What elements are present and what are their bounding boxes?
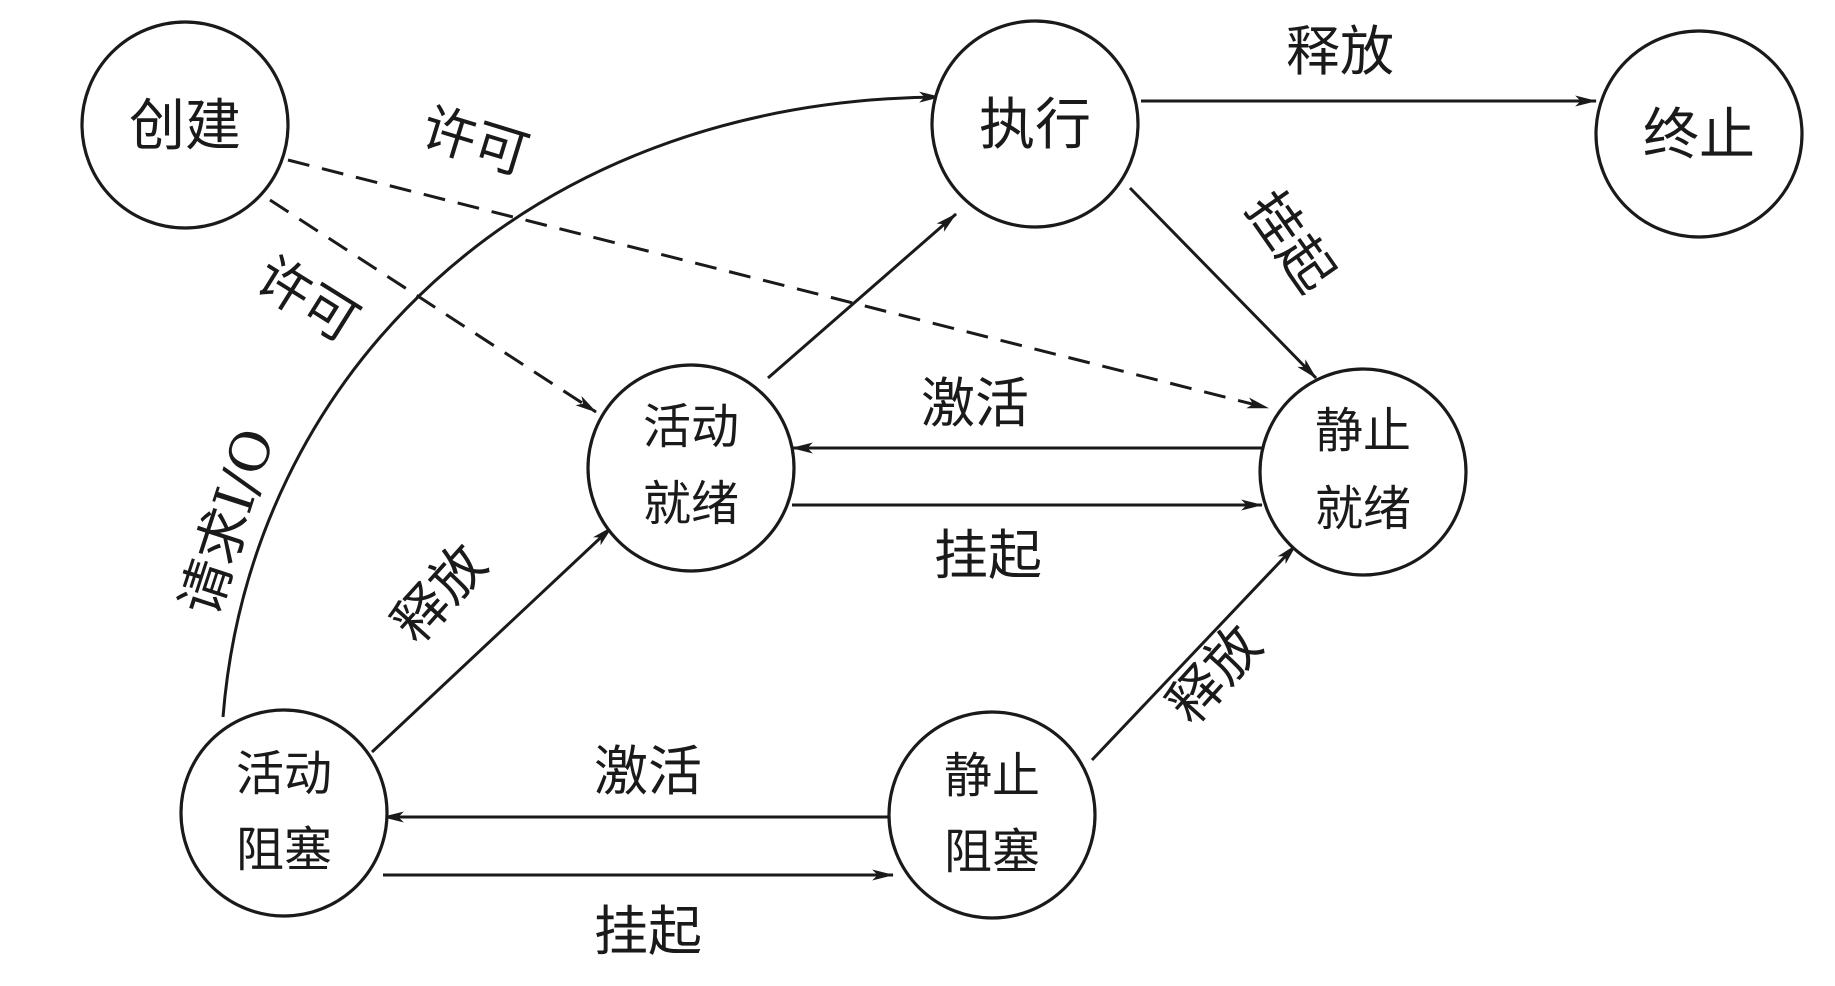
- edge-active-ready-running: [767, 212, 957, 380]
- state-active-blocked-label-line1: 活动: [236, 746, 332, 802]
- state-static-ready-label-line1: 静止: [1315, 403, 1411, 459]
- state-active-ready: 活动 就绪: [586, 363, 796, 573]
- label-active-ready-static-ready: 挂起: [934, 524, 1042, 587]
- state-active-ready-label-line2: 就绪: [643, 476, 739, 532]
- label-running-terminate: 释放: [1286, 20, 1394, 83]
- state-static-ready: 静止 就绪: [1258, 367, 1468, 577]
- label-static-blocked-active-blocked: 激活: [594, 740, 702, 803]
- state-running: 执行: [930, 19, 1140, 229]
- state-create-label: 创建: [129, 94, 241, 159]
- state-active-ready-label-line1: 活动: [643, 399, 739, 455]
- label-create-active-ready: 许可: [245, 244, 370, 355]
- state-static-blocked-label-line2: 阻塞: [944, 824, 1040, 880]
- state-terminate: 终止: [1594, 29, 1804, 239]
- label-static-blocked-static-ready: 释放: [1155, 613, 1274, 735]
- state-active-blocked: 活动 阻塞: [179, 708, 389, 918]
- edge-static-blocked-static-ready: [1090, 543, 1298, 762]
- edge-create-static-ready: [287, 158, 1270, 410]
- state-static-ready-label-line2: 就绪: [1315, 481, 1411, 537]
- label-static-ready-active-ready: 激活: [921, 372, 1029, 435]
- label-active-blocked-static-blocked: 挂起: [594, 900, 702, 963]
- state-create: 创建: [80, 20, 290, 230]
- state-running-label: 执行: [979, 93, 1091, 158]
- edge-request-io: [221, 91, 942, 718]
- edge-active-blocked-active-ready: [370, 525, 614, 754]
- label-running-static-ready: 挂起: [1234, 179, 1348, 304]
- state-terminate-label: 终止: [1643, 103, 1755, 168]
- label-create-static-ready: 许可: [414, 96, 536, 188]
- label-active-blocked-active-ready: 释放: [380, 532, 499, 654]
- edge-create-active-ready: [269, 198, 597, 414]
- edge-running-static-ready: [1128, 186, 1318, 380]
- state-active-blocked-label-line2: 阻塞: [236, 822, 332, 878]
- state-static-blocked-label-line1: 静止: [944, 748, 1040, 804]
- state-static-blocked: 静止 阻塞: [887, 710, 1097, 920]
